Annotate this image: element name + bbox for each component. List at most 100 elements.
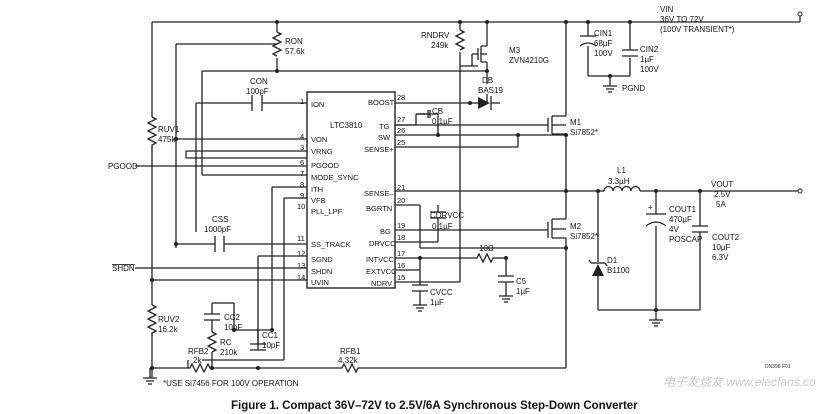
cc2-capacitor: CC2 10pF — [204, 313, 242, 332]
css-capacitor: CSS 1000pF — [204, 215, 231, 252]
d1-diode: D1 B1100 — [588, 240, 630, 276]
d1-part: B1100 — [607, 266, 630, 275]
pin-num: 18 — [397, 233, 405, 242]
rc-value: 210k — [220, 348, 238, 357]
cin1-rating: 100V — [594, 49, 613, 58]
l1-name: L1 — [617, 166, 626, 175]
rfb2-name: RFB2 — [188, 347, 209, 356]
svg-text:+: + — [648, 203, 653, 212]
figure-caption: Figure 1. Compact 36V–72V to 2.5V/6A Syn… — [231, 400, 638, 412]
pin-num: 16 — [397, 261, 405, 270]
pin-num: 21 — [397, 183, 405, 192]
pin-label: VFB — [311, 196, 326, 205]
ic-body — [306, 91, 396, 289]
ic-name: LTC3810 — [330, 121, 363, 130]
wires — [135, 21, 800, 378]
pin-label: SENSE– — [364, 189, 394, 198]
watermark: 电子发烧友 www.elecfans.com — [663, 375, 816, 389]
m3-name: M3 — [509, 46, 521, 55]
ic-right-pins: 28 BOOST 27 TG 26 SW 25 SENSE+ 21 SENSE–… — [364, 93, 405, 288]
pin-num: 8 — [300, 180, 304, 189]
m3-mosfet: M3 ZVN4210G — [471, 45, 549, 66]
vout-name: VOUT — [711, 180, 733, 189]
pin-num: 7 — [300, 169, 304, 178]
con-capacitor: CON 100pF — [246, 77, 269, 111]
pin-num: 27 — [397, 115, 405, 124]
db-name: DB — [482, 76, 493, 85]
rndrv-name: RNDRV — [421, 31, 450, 40]
ron-name: RON — [285, 37, 303, 46]
rc-name: RC — [220, 338, 232, 347]
cb-name: CB — [432, 107, 443, 116]
rndrv-value: 249k — [431, 41, 449, 50]
vin-range: 36V TO 72V — [660, 15, 704, 24]
cout1-capacitor: + COUT1 470µF 4V POSCAP — [645, 203, 702, 244]
pin-label: SENSE+ — [364, 145, 394, 154]
rndrv-resistor: RNDRV 249k — [421, 29, 466, 51]
pin-num: 9 — [300, 191, 304, 200]
cb-value: 0.1µF — [432, 117, 453, 126]
cdrvcc-capacitor: CDRVCC 0.1µF — [430, 205, 464, 231]
cc1-capacitor: CC1 10pF — [250, 330, 280, 351]
cout1-value: 470µF — [669, 215, 692, 224]
ground-symbols — [143, 85, 663, 385]
cout2-rating: 6.3V — [712, 253, 729, 262]
pin-num: 4 — [300, 132, 304, 141]
cout2-name: COUT2 — [712, 233, 740, 242]
footnote: *USE Si7456 FOR 100V OPERATION — [163, 379, 299, 388]
d1-name: D1 — [607, 256, 618, 265]
pin-num: 19 — [397, 221, 405, 230]
m2-part: Si7852* — [570, 232, 598, 241]
vout-voltage: 2.5V — [714, 190, 731, 199]
pin-label: DRVCC — [369, 239, 396, 248]
vin-block: VIN 36V TO 72V (100V TRANSIENT*) — [660, 5, 803, 34]
cc1-name: CC1 — [262, 331, 279, 340]
pin-label: ITH — [311, 185, 323, 194]
pin-num: 17 — [397, 249, 405, 258]
rfb2-resistor: RFB2 2k — [188, 347, 212, 374]
ic-left-pins: 1 ION 4 VON 3 VRNG 6 PGOOD 7 MODE_SYNC 8… — [297, 97, 359, 287]
pin-label: MODE_SYNC — [311, 173, 359, 182]
ron-resistor: RON 57.6k — [271, 31, 306, 57]
pin-label: UVIN — [311, 278, 329, 287]
ruv1-value: 475k — [158, 135, 176, 144]
ruv2-resistor: RUV2 16.2k — [146, 304, 180, 336]
pin-num: 15 — [397, 273, 405, 282]
cvcc-value: 1µF — [430, 298, 444, 307]
cout2-value: 10µF — [712, 243, 731, 252]
con-name: CON — [250, 77, 268, 86]
pin-num: 13 — [297, 261, 305, 270]
pin-label: SS_TRACK — [311, 240, 351, 249]
pin-num: 25 — [397, 138, 405, 147]
l1-value: 3.3µH — [608, 177, 630, 186]
pin-label: SHDN — [311, 267, 332, 276]
cdrvcc-value: 0.1µF — [432, 222, 453, 231]
ron-value: 57.6k — [285, 47, 306, 56]
l1-inductor: L1 3.3µH — [603, 166, 641, 192]
pgnd-label: PGND — [622, 84, 645, 93]
pin-label: VON — [311, 135, 327, 144]
ruv1-resistor: RUV1 475k — [146, 116, 180, 149]
con-value: 100pF — [246, 87, 269, 96]
pin-label: PLL_LPF — [311, 207, 343, 216]
rfb1-resistor: RFB1 4.32k — [338, 347, 361, 374]
css-name: CSS — [212, 215, 228, 224]
cout1-name: COUT1 — [669, 205, 697, 214]
c5-value: 1µF — [516, 287, 530, 296]
c5-name: C5 — [516, 277, 527, 286]
css-value: 1000pF — [204, 225, 231, 234]
pin-label: NDRV — [371, 279, 392, 288]
cin2-value: 1µF — [640, 55, 654, 64]
m1-name: M1 — [570, 118, 582, 127]
m1-mosfet: M1 Si7852* — [547, 115, 598, 137]
cin2-rating: 100V — [640, 65, 659, 74]
pin-label: EXTVCC — [366, 267, 397, 276]
vout-current: 5A — [716, 200, 726, 209]
vin-name: VIN — [660, 5, 674, 14]
pin-num: 1 — [300, 97, 304, 106]
vout-block: VOUT 2.5V 5A — [711, 180, 803, 209]
ruv1-name: RUV1 — [158, 125, 180, 134]
cin1-value: 68µF — [594, 39, 613, 48]
cb-capacitor: CB 0.1µF — [416, 107, 453, 126]
